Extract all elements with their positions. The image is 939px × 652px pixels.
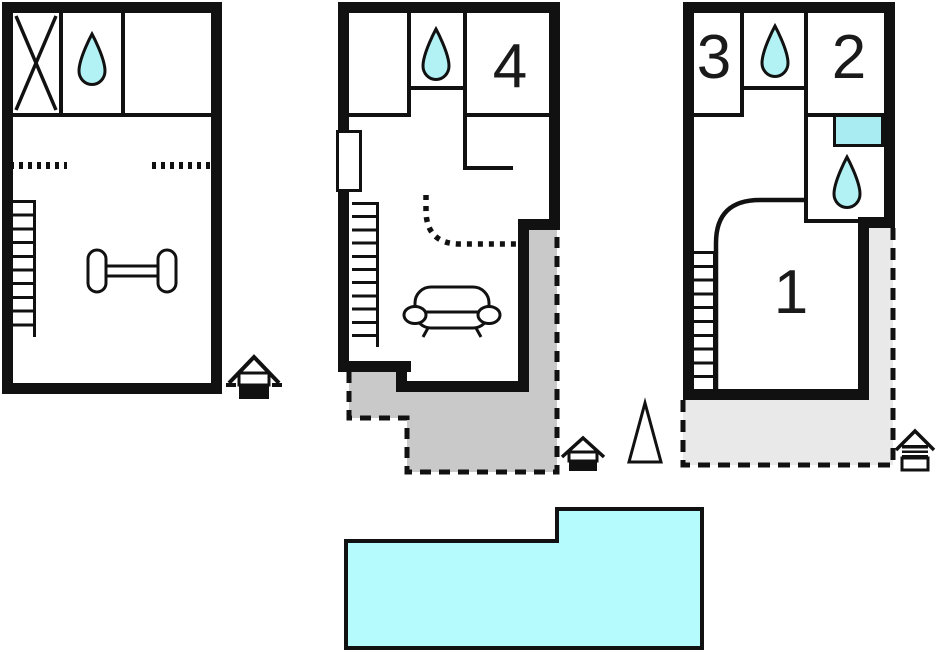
house-level-icon: [226, 354, 282, 399]
water-drop-icon: [77, 30, 107, 86]
bathtub-icon: [833, 114, 884, 147]
mid-plan-inner-right-wall: [518, 219, 529, 392]
left-plan-left-wall: [2, 2, 13, 394]
terrace-area: [346, 230, 560, 475]
mid-plan-interior-wall: [407, 13, 411, 117]
dashed-partition: [10, 162, 67, 169]
swimming-pool: [344, 507, 704, 650]
right-plan-left-wall: [683, 2, 694, 400]
right-plan-inner-right-wall: [858, 217, 869, 400]
right-plan-interior-wall: [804, 13, 808, 223]
curved-wall: [713, 197, 806, 392]
water-drop-icon: [760, 22, 790, 78]
terrace-area: [680, 228, 896, 468]
wardrobe-x-icon: [14, 15, 58, 111]
right-plan-right-wall: [884, 2, 895, 228]
left-plan-top-wall: [2, 2, 222, 13]
left-plan-bottom-wall: [2, 383, 222, 394]
room-label-2: 2: [831, 22, 867, 92]
room-label-1: 1: [773, 257, 809, 327]
water-drop-icon: [421, 25, 451, 81]
left-plan-interior-wall: [59, 13, 63, 117]
mid-plan-step-wall: [518, 219, 560, 230]
left-plan-right-wall: [211, 2, 222, 394]
door-swing-arc: [423, 195, 518, 247]
mid-plan-bottom-wall: [338, 361, 411, 372]
right-plan-interior-wall: [694, 113, 744, 117]
mid-plan-interior-wall: [463, 113, 549, 117]
house-level-icon: [894, 428, 936, 472]
stairs-icon: [694, 251, 716, 389]
mid-plan-step-wall: [396, 361, 407, 392]
dumbbell-icon: [86, 248, 178, 294]
mid-plan-interior-wall: [463, 166, 513, 170]
right-plan-bottom-wall: [683, 389, 869, 400]
left-plan-interior-wall: [13, 113, 211, 117]
water-drop-icon: [832, 153, 862, 209]
dashed-partition: [152, 162, 213, 169]
sofa-icon: [402, 285, 502, 338]
room-label-4: 4: [492, 31, 528, 101]
wall-niche: [336, 130, 362, 192]
stairs-icon: [13, 200, 36, 337]
mid-plan-interior-wall: [463, 13, 467, 170]
right-plan-interior-wall: [804, 219, 862, 223]
house-level-icon: [560, 435, 606, 471]
right-plan-top-wall: [685, 2, 895, 13]
mid-plan-bottom-wall: [396, 381, 529, 392]
right-plan-interior-wall: [740, 13, 744, 115]
right-plan-step-wall: [858, 217, 895, 228]
stairs-icon: [352, 202, 379, 347]
room-label-3: 3: [696, 22, 732, 92]
right-plan-interior-wall: [744, 86, 806, 90]
tree-icon: [627, 397, 663, 464]
mid-plan-top-wall: [345, 2, 560, 13]
left-plan-interior-wall: [121, 13, 125, 117]
mid-plan-interior-wall: [349, 113, 411, 117]
mid-plan-right-wall: [549, 2, 560, 230]
mid-plan-interior-wall: [407, 86, 467, 90]
